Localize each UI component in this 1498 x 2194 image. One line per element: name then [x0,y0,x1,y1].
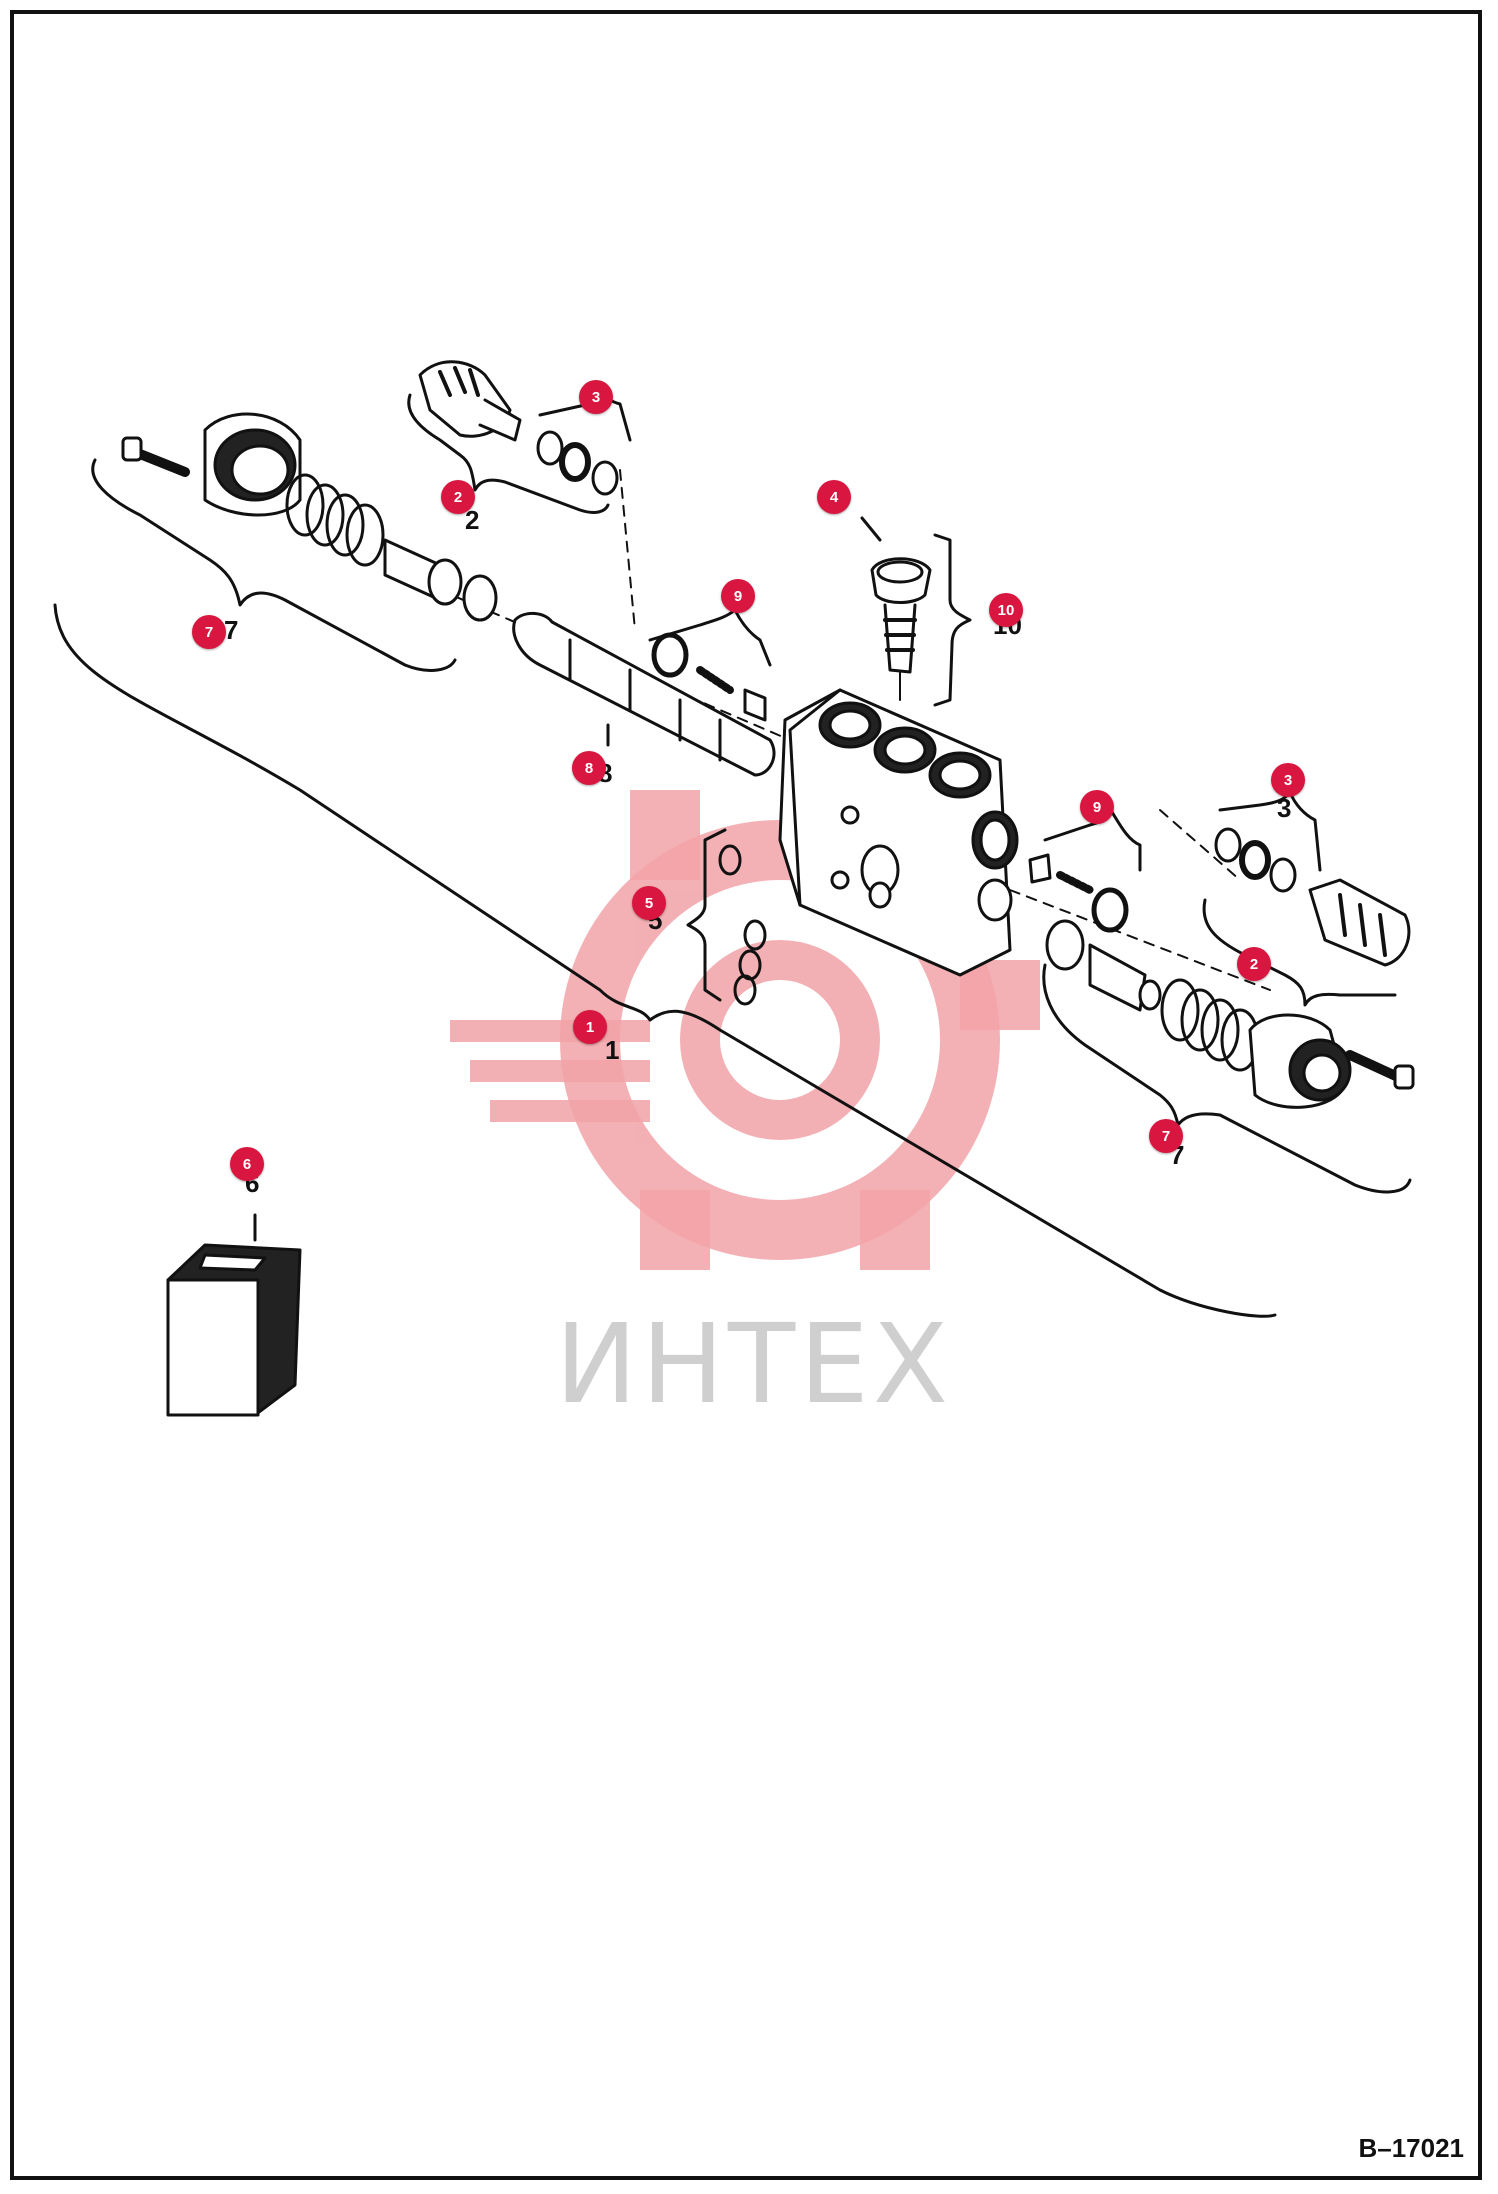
callout-8[interactable]: 8 [572,751,606,785]
callout-7-left[interactable]: 7 [192,615,226,649]
right-o-rings [1214,827,1297,893]
right-check-valve [1028,853,1129,933]
callout-9-right[interactable]: 9 [1080,790,1114,824]
left-end-cap [203,412,302,517]
brace-item-10 [933,533,972,707]
callout-4[interactable]: 4 [817,480,851,514]
right-spring-seat [1045,919,1162,1012]
leader-item-4 [860,516,882,542]
dashed-axis-right [1159,809,1241,881]
callout-3-left[interactable]: 3 [579,380,613,414]
top-plug [870,557,932,701]
right-end-cap [1248,1013,1352,1109]
part-number-2-left: 2 [465,505,480,535]
left-bolt [121,436,190,477]
right-spring [1160,978,1260,1072]
brace-item-7-left [91,458,457,672]
spool [512,612,776,777]
brace-item-2-left [407,393,610,514]
left-spring-seat [383,538,498,622]
callout-3-right[interactable]: 3 [1271,763,1305,797]
brace-item-1 [53,603,1277,1318]
left-spring [285,473,385,567]
part-number-1: 1 [605,1035,620,1065]
callout-1[interactable]: 1 [573,1010,607,1044]
callout-2-left[interactable]: 2 [441,480,475,514]
brace-item-5 [686,828,727,1002]
solenoid-block [166,1213,302,1417]
brace-item-2-right [1202,898,1397,1007]
right-bolt [1345,1050,1415,1090]
callout-9-top[interactable]: 9 [721,579,755,613]
right-relief-valve [1308,878,1411,967]
watermark-text: ИНТЕХ [555,1300,953,1428]
callout-5[interactable]: 5 [632,886,666,920]
top-o-rings [536,430,619,496]
valve-body [778,688,1019,977]
gasket-o-rings [718,844,767,1006]
callout-10[interactable]: 10 [989,593,1023,627]
dashed-right-axis [1009,889,1271,991]
callout-7-right[interactable]: 7 [1149,1119,1183,1153]
callout-6[interactable]: 6 [230,1147,264,1181]
top-relief-valve [418,360,522,442]
dashed-axis-top [619,469,636,631]
brace-item-7-right [1042,963,1412,1194]
part-number-7-left: 7 [224,615,239,645]
drawing-code: B–17021 [1358,2133,1464,2163]
top-check-valve [651,632,767,722]
callout-2-right[interactable]: 2 [1237,947,1271,981]
part-number-3-right: 3 [1277,793,1292,823]
